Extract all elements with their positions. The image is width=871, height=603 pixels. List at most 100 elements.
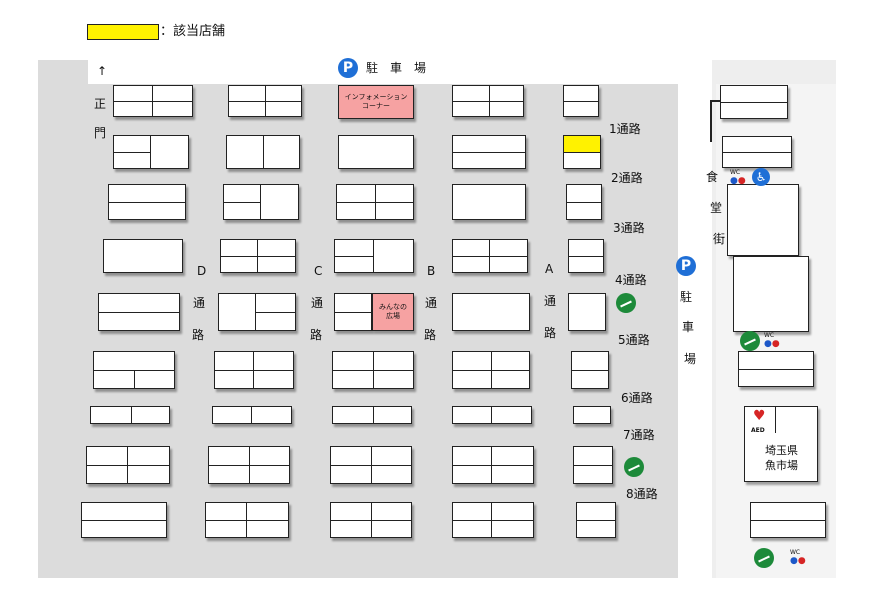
aed-label: AED <box>751 427 765 434</box>
info-corner: インフォメーションコーナー <box>338 85 414 119</box>
stall-b8 <box>330 446 412 484</box>
food-street-building-2 <box>733 256 809 332</box>
stall-b3 <box>336 184 414 220</box>
food-street-building-1 <box>727 184 799 256</box>
fish-market: ♥ AED 埼玉県 魚市場 <box>744 406 818 482</box>
stall-a1 <box>452 85 524 117</box>
stall-d9 <box>81 502 167 538</box>
smoking-area-icon <box>624 457 644 477</box>
stall-a2 <box>452 135 526 169</box>
aisle-d-letter: D <box>197 264 207 278</box>
stall-e1 <box>563 85 599 117</box>
stall-a5 <box>452 293 530 331</box>
aisle-d-char2: 路 <box>192 328 205 342</box>
stall-e2 <box>563 135 601 169</box>
info-corner-line1: インフォメーション <box>344 93 408 101</box>
boundary-line <box>710 100 712 142</box>
heart-icon: ♥ <box>753 408 766 424</box>
restroom-icon: WC●● <box>790 549 806 566</box>
stall-a6 <box>452 351 530 389</box>
highlighted-stall <box>564 136 600 152</box>
parking-right-icon: P <box>676 256 696 276</box>
plaza-line2: 広場 <box>386 312 400 320</box>
aisle-8-label: 8通路 <box>626 487 658 501</box>
boundary-line <box>710 100 722 102</box>
food-street-char2: 堂 <box>710 201 723 215</box>
stall-a8 <box>452 446 534 484</box>
stall-c3 <box>223 184 299 220</box>
stall-d3 <box>108 184 186 220</box>
right-stall-3 <box>738 351 814 387</box>
ground-left-strip <box>38 60 88 578</box>
aisle-7-label: 7通路 <box>623 428 655 442</box>
stall-b7 <box>332 406 412 424</box>
stall-d8 <box>86 446 170 484</box>
smoking-area-icon <box>740 331 760 351</box>
stall-e5 <box>568 293 606 331</box>
wc-label: WC <box>730 169 741 176</box>
parking-right-char3: 場 <box>684 352 697 366</box>
aisle-b-letter: B <box>427 264 436 278</box>
stall-b2 <box>338 135 414 169</box>
aisle-1-label: 1通路 <box>609 122 641 136</box>
stall-b5 <box>334 293 372 331</box>
smoking-area-icon <box>616 293 636 313</box>
stall-d5 <box>98 293 180 331</box>
parking-right-char1: 駐 <box>680 290 693 304</box>
legend-swatch <box>87 24 159 40</box>
aisle-c-char2: 路 <box>310 328 323 342</box>
stall-c1 <box>228 85 302 117</box>
smoking-area-icon <box>754 548 774 568</box>
stall-d1 <box>113 85 193 117</box>
food-street-char1: 食 <box>706 170 719 184</box>
aisle-b-char1: 通 <box>425 296 438 310</box>
stall-a7 <box>452 406 532 424</box>
aisle-4-label: 4通路 <box>615 273 647 287</box>
stall-c2 <box>226 135 300 169</box>
food-street-char3: 街 <box>713 232 726 246</box>
stall-a4 <box>452 239 528 273</box>
fish-market-line1: 埼玉県 <box>765 444 798 457</box>
stall-a9 <box>452 502 534 538</box>
stall-e7 <box>573 406 611 424</box>
stall-c5 <box>218 293 296 331</box>
plaza: みんなの広場 <box>372 293 414 331</box>
parking-right-char2: 車 <box>682 320 695 334</box>
aisle-c-char1: 通 <box>311 296 324 310</box>
restroom-icon: WC●● <box>764 332 780 349</box>
plaza-line1: みんなの <box>379 303 407 311</box>
right-stall-4 <box>750 502 826 538</box>
aisle-a-char1: 通 <box>544 294 557 308</box>
stall-c6 <box>214 351 294 389</box>
aisle-a-letter: A <box>545 262 554 276</box>
parking-top-icon: P <box>338 58 358 78</box>
aisle-d-char1: 通 <box>193 296 206 310</box>
wc-label: WC <box>790 549 801 556</box>
stall-e3 <box>566 184 602 220</box>
stall-c8 <box>208 446 290 484</box>
gate-arrow: ↑ <box>97 64 108 78</box>
stall-e4 <box>568 239 604 273</box>
stall-e9 <box>576 502 616 538</box>
wheelchair-icon: ♿ <box>752 168 770 186</box>
stall-d7 <box>90 406 170 424</box>
fish-market-line2: 魚市場 <box>765 459 798 472</box>
aisle-c-letter: C <box>314 264 323 278</box>
restroom-icon: WC●● <box>730 169 746 186</box>
stall-b9 <box>330 502 412 538</box>
stall-e8 <box>573 446 613 484</box>
aisle-2-label: 2通路 <box>611 171 643 185</box>
right-stall-2 <box>722 136 792 168</box>
aisle-a-char2: 路 <box>544 326 557 340</box>
aisle-3-label: 3通路 <box>613 221 645 235</box>
parking-top-label: 駐 車 場 <box>366 61 427 75</box>
legend-label: ：該当店舗 <box>160 24 226 39</box>
stall-c9 <box>205 502 289 538</box>
stall-d6 <box>93 351 175 389</box>
stall-e6 <box>571 351 609 389</box>
gate-char-2: 門 <box>94 126 107 140</box>
right-stall-1 <box>720 85 788 119</box>
stall-a3 <box>452 184 526 220</box>
stall-c4 <box>220 239 296 273</box>
stall-b4 <box>334 239 414 273</box>
